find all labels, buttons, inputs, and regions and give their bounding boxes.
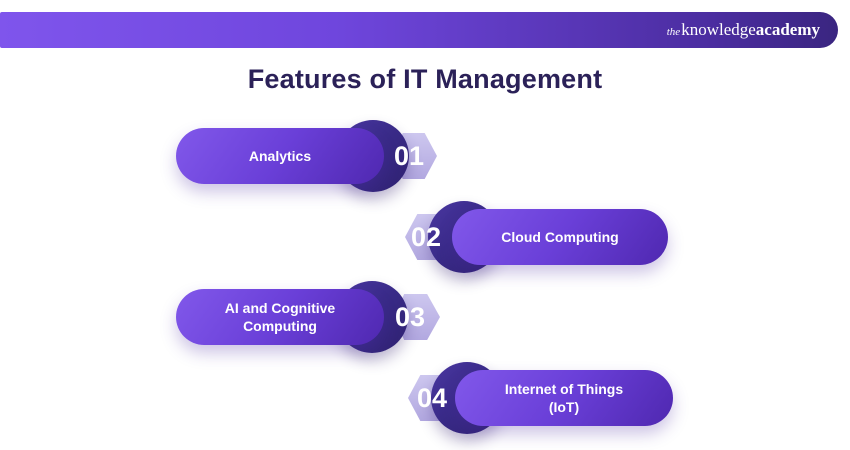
step-number: 03 [394,302,426,332]
feature-item-cloud-computing: Cloud Computing 02 [400,201,668,273]
logo-academy: academy [755,20,820,39]
logo-the: the [666,26,681,38]
feature-pill: Internet of Things (IoT) [455,370,673,426]
step-number: 01 [393,141,425,171]
feature-pill: Analytics [176,128,384,184]
feature-item-analytics: Analytics 01 [176,120,438,192]
feature-label: AI and Cognitive [224,300,336,316]
feature-label: Cloud Computing [501,229,619,245]
feature-pill: AI and Cognitive Computing [176,289,384,345]
feature-label: Analytics [248,148,312,164]
page-title: Features of IT Management [247,64,603,94]
brand-logo: theknowledgeacademy [667,20,820,40]
feature-label-line2: Computing [243,318,317,334]
feature-item-internet-of-things: Internet of Things (IoT) 04 [403,362,673,434]
feature-label-line2: (IoT) [548,399,580,415]
header-bar: theknowledgeacademy [0,12,838,48]
step-number: 02 [410,222,442,252]
feature-pill: Cloud Computing [452,209,668,265]
logo-knowledge: knowledge [681,20,756,39]
feature-item-ai-cognitive-computing: AI and Cognitive Computing 03 [176,281,448,353]
step-number: 04 [416,383,448,413]
feature-label: Internet of Things [504,381,624,397]
